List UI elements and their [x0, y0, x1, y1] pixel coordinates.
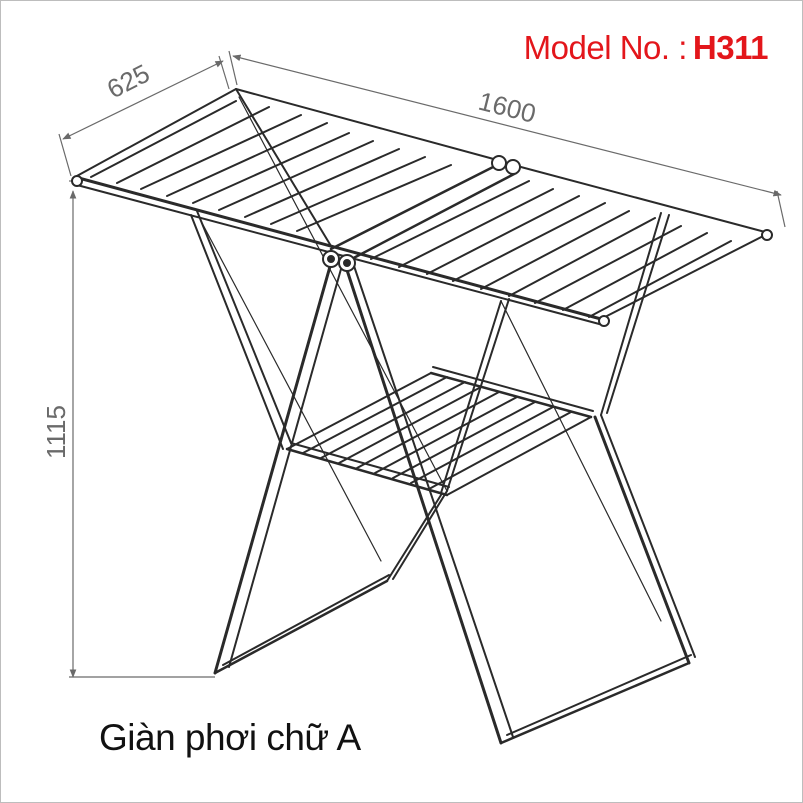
height-dimension-label: 1115: [41, 405, 71, 459]
rail-end-cap: [598, 315, 610, 327]
rail-end-cap: [761, 229, 773, 241]
rail-end-cap: [71, 175, 83, 187]
hinge-joint: [491, 155, 507, 171]
length-dimension-label: 1600: [476, 86, 539, 129]
depth-dimension-label: 625: [102, 58, 154, 104]
dimension-lines: [58, 50, 786, 678]
length-dimension-line: [232, 54, 782, 197]
depth-dimension-line: [62, 60, 224, 140]
hinge-joint: [505, 159, 521, 175]
hinge-joints: [71, 155, 773, 327]
product-caption: Giàn phơi chữ A: [99, 717, 361, 758]
rack-frame: [73, 88, 770, 745]
